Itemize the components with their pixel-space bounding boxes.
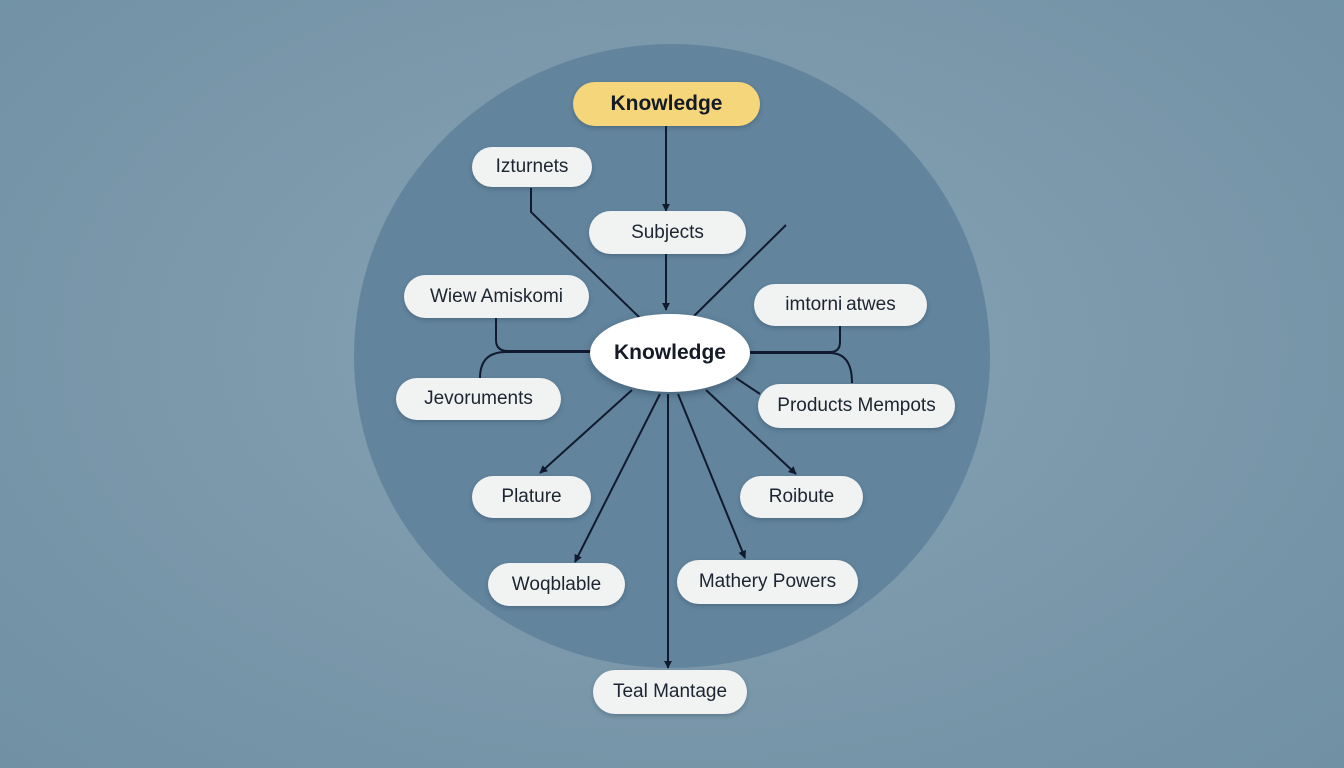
edge-center-to-roibute bbox=[705, 389, 797, 475]
edge-center-to-products bbox=[750, 352, 853, 384]
edge-center-to-topright bbox=[693, 224, 787, 317]
top-knowledge-node[interactable]: Knowledge bbox=[573, 82, 760, 126]
edge-center-to-woqblable bbox=[574, 393, 661, 563]
node-subjects[interactable]: Subjects bbox=[589, 211, 746, 254]
node-plature[interactable]: Plature bbox=[472, 476, 591, 518]
node-woqblable[interactable]: Woqblable bbox=[488, 563, 625, 606]
node-imtorni-atwes[interactable]: imtorni atwes bbox=[754, 284, 927, 326]
node-roibute[interactable]: Roibute bbox=[740, 476, 863, 518]
edge-jevoruments-to-center bbox=[479, 351, 592, 379]
edge-latumets-to-center bbox=[530, 188, 641, 319]
node-wiew-amiskomi[interactable]: Wiew Amiskomi bbox=[404, 275, 589, 318]
edge-center-to-imtorni bbox=[750, 326, 841, 353]
edge-wiew-to-center bbox=[495, 318, 592, 352]
edge-center-to-mathery bbox=[677, 393, 746, 559]
node-jevoruments[interactable]: Jevoruments bbox=[396, 378, 561, 420]
center-knowledge-node[interactable]: Knowledge bbox=[590, 314, 750, 392]
node-mathery-powers[interactable]: Mathery Powers bbox=[677, 560, 858, 604]
node-latumets[interactable]: Izturnets bbox=[472, 147, 592, 187]
node-products-mempots[interactable]: Products Mempots bbox=[758, 384, 955, 428]
edge-center-to-products-short bbox=[735, 377, 761, 395]
edge-center-to-plature bbox=[539, 389, 633, 474]
node-teal-mantage[interactable]: Teal Mantage bbox=[593, 670, 747, 714]
